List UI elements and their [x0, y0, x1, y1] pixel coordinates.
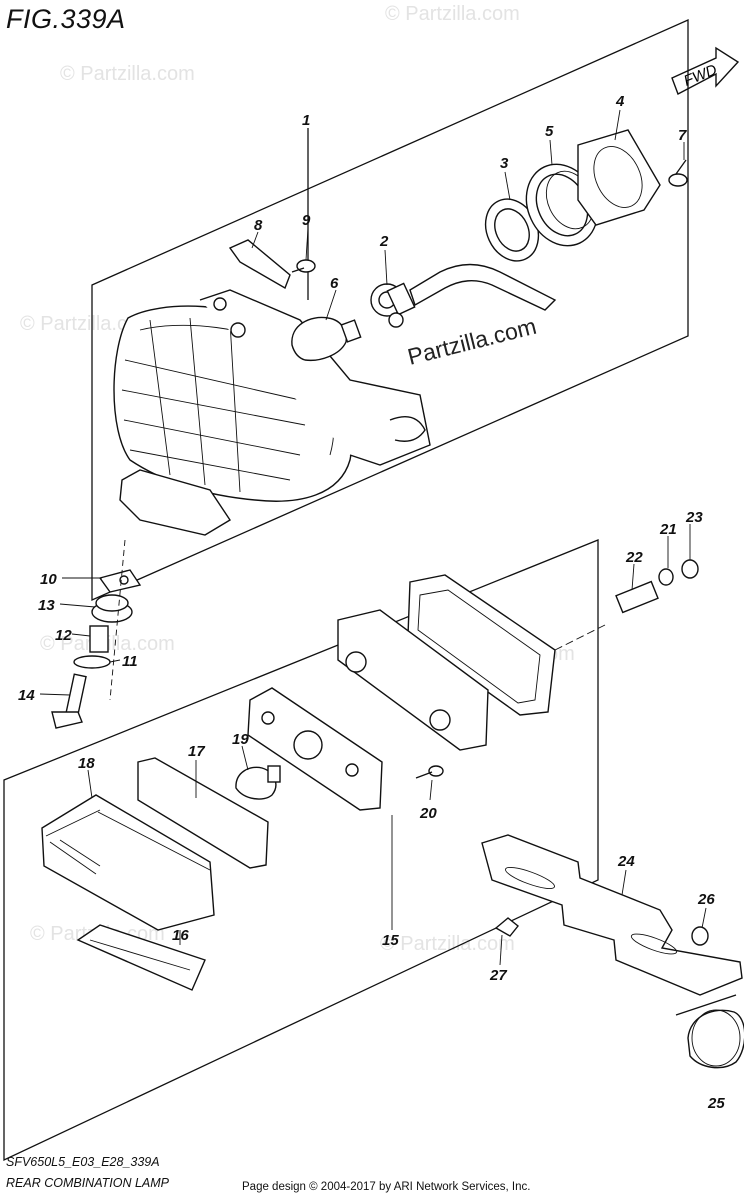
diagram-caption: REAR COMBINATION LAMP [6, 1176, 169, 1190]
leader-lines [39, 109, 707, 966]
callout-6: 6 [330, 275, 339, 292]
partzilla-watermark: Partzilla.com [405, 313, 539, 370]
callout-24: 24 [617, 853, 635, 870]
bolt-14-icon [51, 673, 87, 729]
diagram-code: SFV650L5_E03_E28_339A [6, 1155, 160, 1169]
screw-20-icon [415, 765, 444, 779]
gasket-4-icon [577, 129, 661, 226]
watermark-7: © Partzilla.com [380, 933, 515, 955]
fwd-arrow-icon: FWD [671, 46, 740, 95]
bulb-19-icon [235, 765, 281, 800]
callout-25: 25 [707, 1095, 725, 1112]
bulb-6-icon [291, 316, 362, 362]
callout-17: 17 [188, 743, 205, 760]
washer-11-icon [73, 655, 111, 669]
callout-19: 19 [232, 731, 249, 748]
callout-23: 23 [685, 509, 703, 526]
watermark-1: © Partzilla.com [60, 63, 195, 85]
bracket-24-icon [481, 834, 743, 996]
callout-10: 10 [40, 571, 57, 588]
callout-11: 11 [122, 653, 138, 670]
callout-22: 22 [625, 549, 643, 566]
ring-3-icon [484, 198, 540, 262]
callout-3: 3 [500, 155, 509, 172]
brand-watermark: Partzilla.com [405, 313, 539, 370]
lamp-body-icon [337, 609, 489, 751]
callout-2: 2 [379, 233, 389, 250]
washer-21-icon [658, 568, 674, 586]
page-footer: Page design © 2004-2017 by ARI Network S… [242, 1181, 531, 1193]
figure-title: FIG.339A [6, 4, 126, 34]
callout-21: 21 [659, 521, 677, 538]
spacer-22-icon [615, 580, 659, 614]
gasket-17-icon [137, 757, 269, 869]
callout-27: 27 [489, 967, 507, 984]
callout-5: 5 [545, 123, 554, 140]
callout-8: 8 [254, 217, 263, 234]
screw-9-icon [291, 259, 316, 273]
callout-13: 13 [38, 597, 55, 614]
bolt-27-icon [494, 917, 519, 937]
leader-stack [109, 539, 126, 701]
reflector-25-icon [687, 1009, 744, 1069]
callout-14: 14 [18, 687, 35, 704]
callout-20: 20 [419, 805, 437, 822]
fwd-label: FWD [681, 61, 719, 90]
leader-25 [675, 994, 737, 1016]
callout-7: 7 [678, 127, 687, 144]
collar-12-icon [89, 625, 109, 653]
callout-12: 12 [55, 627, 72, 644]
bracket-10-icon [98, 569, 142, 593]
callout-26: 26 [697, 891, 715, 908]
callout-labels: 1 2 3 4 5 6 7 8 9 10 11 12 13 14 15 16 1… [18, 93, 725, 1112]
nut-26-icon [691, 926, 709, 946]
callout-16: 16 [172, 927, 189, 944]
rear-lamp-housing [113, 289, 431, 536]
lens-18-icon [41, 794, 215, 931]
nut-23-icon [681, 559, 699, 579]
watermark-2: © Partzilla.com [385, 3, 520, 25]
base-plate-icon [247, 687, 383, 811]
upper-assembly-frame [91, 18, 689, 601]
callout-4: 4 [615, 93, 625, 110]
callout-18: 18 [78, 755, 95, 772]
leader-axis [554, 624, 606, 651]
callout-9: 9 [302, 212, 311, 229]
lower-assembly-frame [3, 539, 599, 1162]
screw-7-icon [668, 159, 688, 187]
grommet-13-icon [91, 594, 133, 623]
plate-16-icon [76, 924, 206, 991]
clip-8-icon [228, 239, 291, 290]
callout-15: 15 [382, 932, 399, 949]
callout-1: 1 [302, 112, 310, 129]
watermark-3: © Partzilla.com [20, 313, 155, 335]
socket-2-icon [370, 263, 557, 328]
